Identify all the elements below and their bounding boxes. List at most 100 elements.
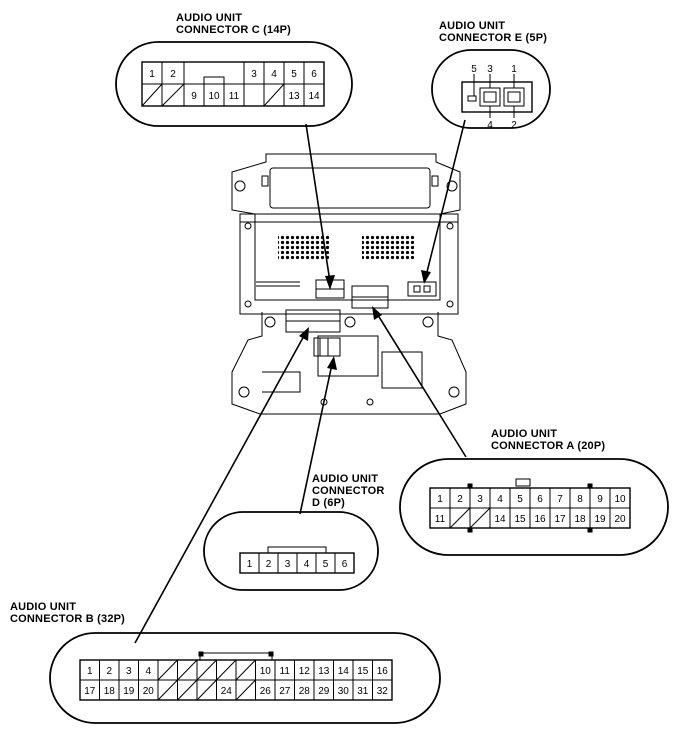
pin-label: 6 bbox=[311, 69, 317, 80]
pin-label: 2 bbox=[266, 559, 272, 570]
pin-label: 12 bbox=[299, 666, 311, 677]
pin-label: 3 bbox=[251, 69, 257, 80]
leader-d bbox=[299, 363, 333, 515]
callout-bubble-d bbox=[203, 511, 379, 591]
pin-label: 18 bbox=[104, 686, 116, 697]
leader-c bbox=[305, 123, 331, 283]
arrowhead-b bbox=[299, 327, 309, 341]
pin-label: 3 bbox=[285, 559, 291, 570]
pin-label: 3 bbox=[126, 666, 132, 677]
pin-label: 2 bbox=[106, 666, 112, 677]
pin-label: 32 bbox=[377, 686, 389, 697]
pin-label: 18 bbox=[574, 514, 586, 525]
leader-a bbox=[375, 311, 467, 458]
leader-b bbox=[134, 333, 306, 644]
audio-unit-body bbox=[231, 153, 467, 415]
blank-cavity-mark bbox=[469, 507, 491, 529]
right-vent-grille bbox=[362, 234, 414, 260]
pin-label: 10 bbox=[260, 666, 272, 677]
connector-c-title-line2: CONNECTOR C (14P) bbox=[176, 24, 292, 36]
pin-label: 4 bbox=[304, 559, 310, 570]
pin-label: 20 bbox=[614, 514, 626, 525]
blank-cavity-mark bbox=[235, 659, 256, 681]
pin-label: 7 bbox=[557, 494, 563, 505]
arrowheads bbox=[299, 270, 431, 370]
pin-label: 14 bbox=[308, 91, 320, 102]
arrowhead-a bbox=[372, 306, 382, 320]
pin-label: 8 bbox=[577, 494, 583, 505]
pin-label: 5 bbox=[517, 494, 523, 505]
connector-d-title-line1: AUDIO UNIT bbox=[312, 473, 379, 485]
pin-label: 2 bbox=[170, 69, 176, 80]
connector-a-title-line2: CONNECTOR A (20P) bbox=[491, 440, 606, 452]
pin-label: 10 bbox=[614, 494, 626, 505]
arrowhead-c bbox=[325, 275, 335, 290]
pin-label: 9 bbox=[597, 494, 603, 505]
connector-c-title-line1: AUDIO UNIT bbox=[176, 12, 243, 24]
pin-label: 6 bbox=[342, 559, 348, 570]
pin-label: 16 bbox=[534, 514, 546, 525]
callout-bubble-c bbox=[115, 41, 353, 127]
blank-cavity-mark bbox=[157, 679, 178, 701]
pin-label: 6 bbox=[537, 494, 543, 505]
pin-label: 17 bbox=[84, 686, 96, 697]
connector-e-title-line2: CONNECTOR E (5P) bbox=[439, 32, 548, 44]
blank-cavity-mark bbox=[177, 679, 198, 701]
blank-cavity-mark bbox=[216, 659, 237, 681]
pin-label: 1 bbox=[511, 64, 517, 75]
connector-b-title-line1: AUDIO UNIT bbox=[10, 601, 77, 613]
connector-b-title: AUDIO UNIT CONNECTOR B (32P) bbox=[10, 601, 125, 625]
chassis-connector-e bbox=[407, 281, 437, 297]
pin-label: 17 bbox=[554, 514, 566, 525]
connector-c-title: AUDIO UNIT CONNECTOR C (14P) bbox=[176, 12, 291, 36]
pin-label: 9 bbox=[191, 91, 197, 102]
connector-d-title-line3: D (6P) bbox=[312, 497, 345, 509]
leader-lines bbox=[134, 119, 467, 644]
blank-cavity-mark bbox=[235, 679, 256, 701]
pin-label: 1 bbox=[437, 494, 443, 505]
pin-label: 29 bbox=[318, 686, 330, 697]
blank-cavity-mark bbox=[157, 659, 178, 681]
connector-a-title-line1: AUDIO UNIT bbox=[491, 428, 558, 440]
pin-label: 27 bbox=[279, 686, 291, 697]
pin-label: 16 bbox=[377, 666, 389, 677]
connector-e-face: 5 3 1 4 2 bbox=[461, 64, 533, 131]
connector-a-title: AUDIO UNIT CONNECTOR A (20P) bbox=[491, 428, 605, 452]
pin-label: 13 bbox=[288, 91, 300, 102]
connector-b-title-line2: CONNECTOR B (32P) bbox=[10, 613, 126, 625]
pin-label: 14 bbox=[494, 514, 506, 525]
pin-label: 3 bbox=[487, 64, 493, 75]
callout-bubble-a bbox=[399, 458, 669, 556]
connector-d-title-line2: CONNECTOR bbox=[312, 485, 385, 497]
pin-label: 4 bbox=[487, 120, 493, 131]
pin-label: 1 bbox=[149, 69, 155, 80]
pin-label: 19 bbox=[594, 514, 606, 525]
pin-label: 15 bbox=[514, 514, 526, 525]
blank-cavity-mark bbox=[161, 83, 185, 107]
pin-label: 30 bbox=[338, 686, 350, 697]
pin-label: 28 bbox=[299, 686, 311, 697]
pin-label: 4 bbox=[271, 69, 277, 80]
pin-label: 13 bbox=[318, 666, 330, 677]
callout-bubble-e bbox=[431, 49, 551, 129]
connector-d-title: AUDIO UNIT CONNECTOR D (6P) bbox=[312, 473, 385, 509]
blank-cavity-mark bbox=[141, 83, 163, 107]
pin-label: 1 bbox=[87, 666, 93, 677]
pin-label: 24 bbox=[221, 686, 233, 697]
left-vent-grille bbox=[278, 234, 330, 260]
pin-label: 5 bbox=[471, 64, 477, 75]
chassis-connector-d bbox=[313, 337, 341, 357]
pin-label: 2 bbox=[457, 494, 463, 505]
arrowhead-e bbox=[421, 270, 431, 284]
pin-label: 2 bbox=[511, 120, 517, 131]
pin-label: 31 bbox=[357, 686, 369, 697]
pin-label: 20 bbox=[143, 686, 155, 697]
connector-e-title: AUDIO UNIT CONNECTOR E (5P) bbox=[439, 20, 547, 44]
blank-cavity-mark bbox=[263, 83, 285, 107]
pin-label: 3 bbox=[477, 494, 483, 505]
pin-label: 4 bbox=[145, 666, 151, 677]
